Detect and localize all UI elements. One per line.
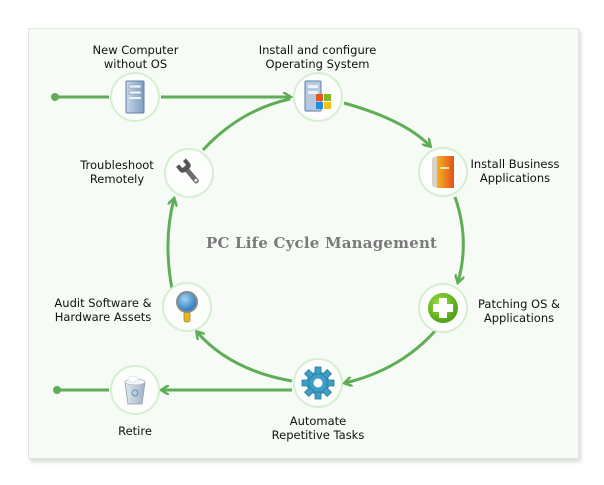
recycle-bin-icon bbox=[124, 375, 146, 405]
edge-audit-troubleshoot bbox=[166, 199, 174, 290]
edge-apps-patching bbox=[453, 196, 465, 282]
edge-troubleshoot-os bbox=[201, 97, 291, 152]
node-label-install-apps: Install Business Applications bbox=[470, 157, 560, 185]
node-new-computer[interactable] bbox=[110, 72, 160, 122]
label-line: Applications bbox=[479, 171, 551, 185]
edge-os-apps bbox=[343, 101, 430, 146]
computer-tower-icon bbox=[125, 80, 145, 114]
label-line: Retire bbox=[118, 424, 152, 438]
node-troubleshoot[interactable] bbox=[164, 148, 214, 198]
label-line: Patching OS & bbox=[478, 297, 560, 311]
gear-icon bbox=[301, 366, 335, 400]
node-install-os[interactable] bbox=[293, 72, 343, 122]
node-audit[interactable] bbox=[162, 282, 212, 332]
node-retire[interactable] bbox=[110, 365, 160, 415]
label-line: Applications bbox=[483, 311, 555, 325]
label-line: Automate bbox=[289, 414, 347, 428]
node-install-apps[interactable] bbox=[418, 147, 468, 197]
node-label-patching: Patching OS & Applications bbox=[476, 297, 562, 325]
edge-patching-automate bbox=[345, 329, 437, 383]
label-line: Audit Software & bbox=[54, 296, 152, 310]
software-box-icon bbox=[432, 156, 454, 188]
node-label-new-computer: New Computer without OS bbox=[88, 43, 183, 71]
label-line: Repetitive Tasks bbox=[271, 428, 365, 442]
node-label-automate: Automate Repetitive Tasks bbox=[262, 414, 374, 442]
wrench-icon bbox=[176, 158, 199, 184]
label-line: Troubleshoot bbox=[80, 158, 154, 172]
green-plus-icon bbox=[428, 293, 458, 323]
edge-automate-audit bbox=[197, 332, 293, 383]
label-line: without OS bbox=[103, 57, 168, 71]
node-patching[interactable] bbox=[418, 283, 468, 333]
label-line: Operating System bbox=[265, 57, 370, 71]
windows-computer-icon bbox=[304, 80, 331, 112]
node-label-retire: Retire bbox=[110, 424, 160, 438]
diagram-title: PC Life Cycle Management bbox=[206, 234, 438, 252]
magnifier-icon bbox=[176, 291, 198, 323]
label-line: New Computer bbox=[92, 43, 179, 57]
label-line: Hardware Assets bbox=[54, 310, 152, 324]
label-line: Remotely bbox=[89, 172, 145, 186]
label-line: Install Business bbox=[470, 157, 560, 171]
node-label-install-os: Install and configure Operating System bbox=[255, 43, 380, 71]
node-label-troubleshoot: Troubleshoot Remotely bbox=[78, 158, 156, 186]
node-automate[interactable] bbox=[293, 358, 343, 408]
node-label-audit: Audit Software & Hardware Assets bbox=[50, 296, 156, 324]
end-dot bbox=[53, 386, 61, 394]
label-line: Install and configure bbox=[258, 43, 377, 57]
